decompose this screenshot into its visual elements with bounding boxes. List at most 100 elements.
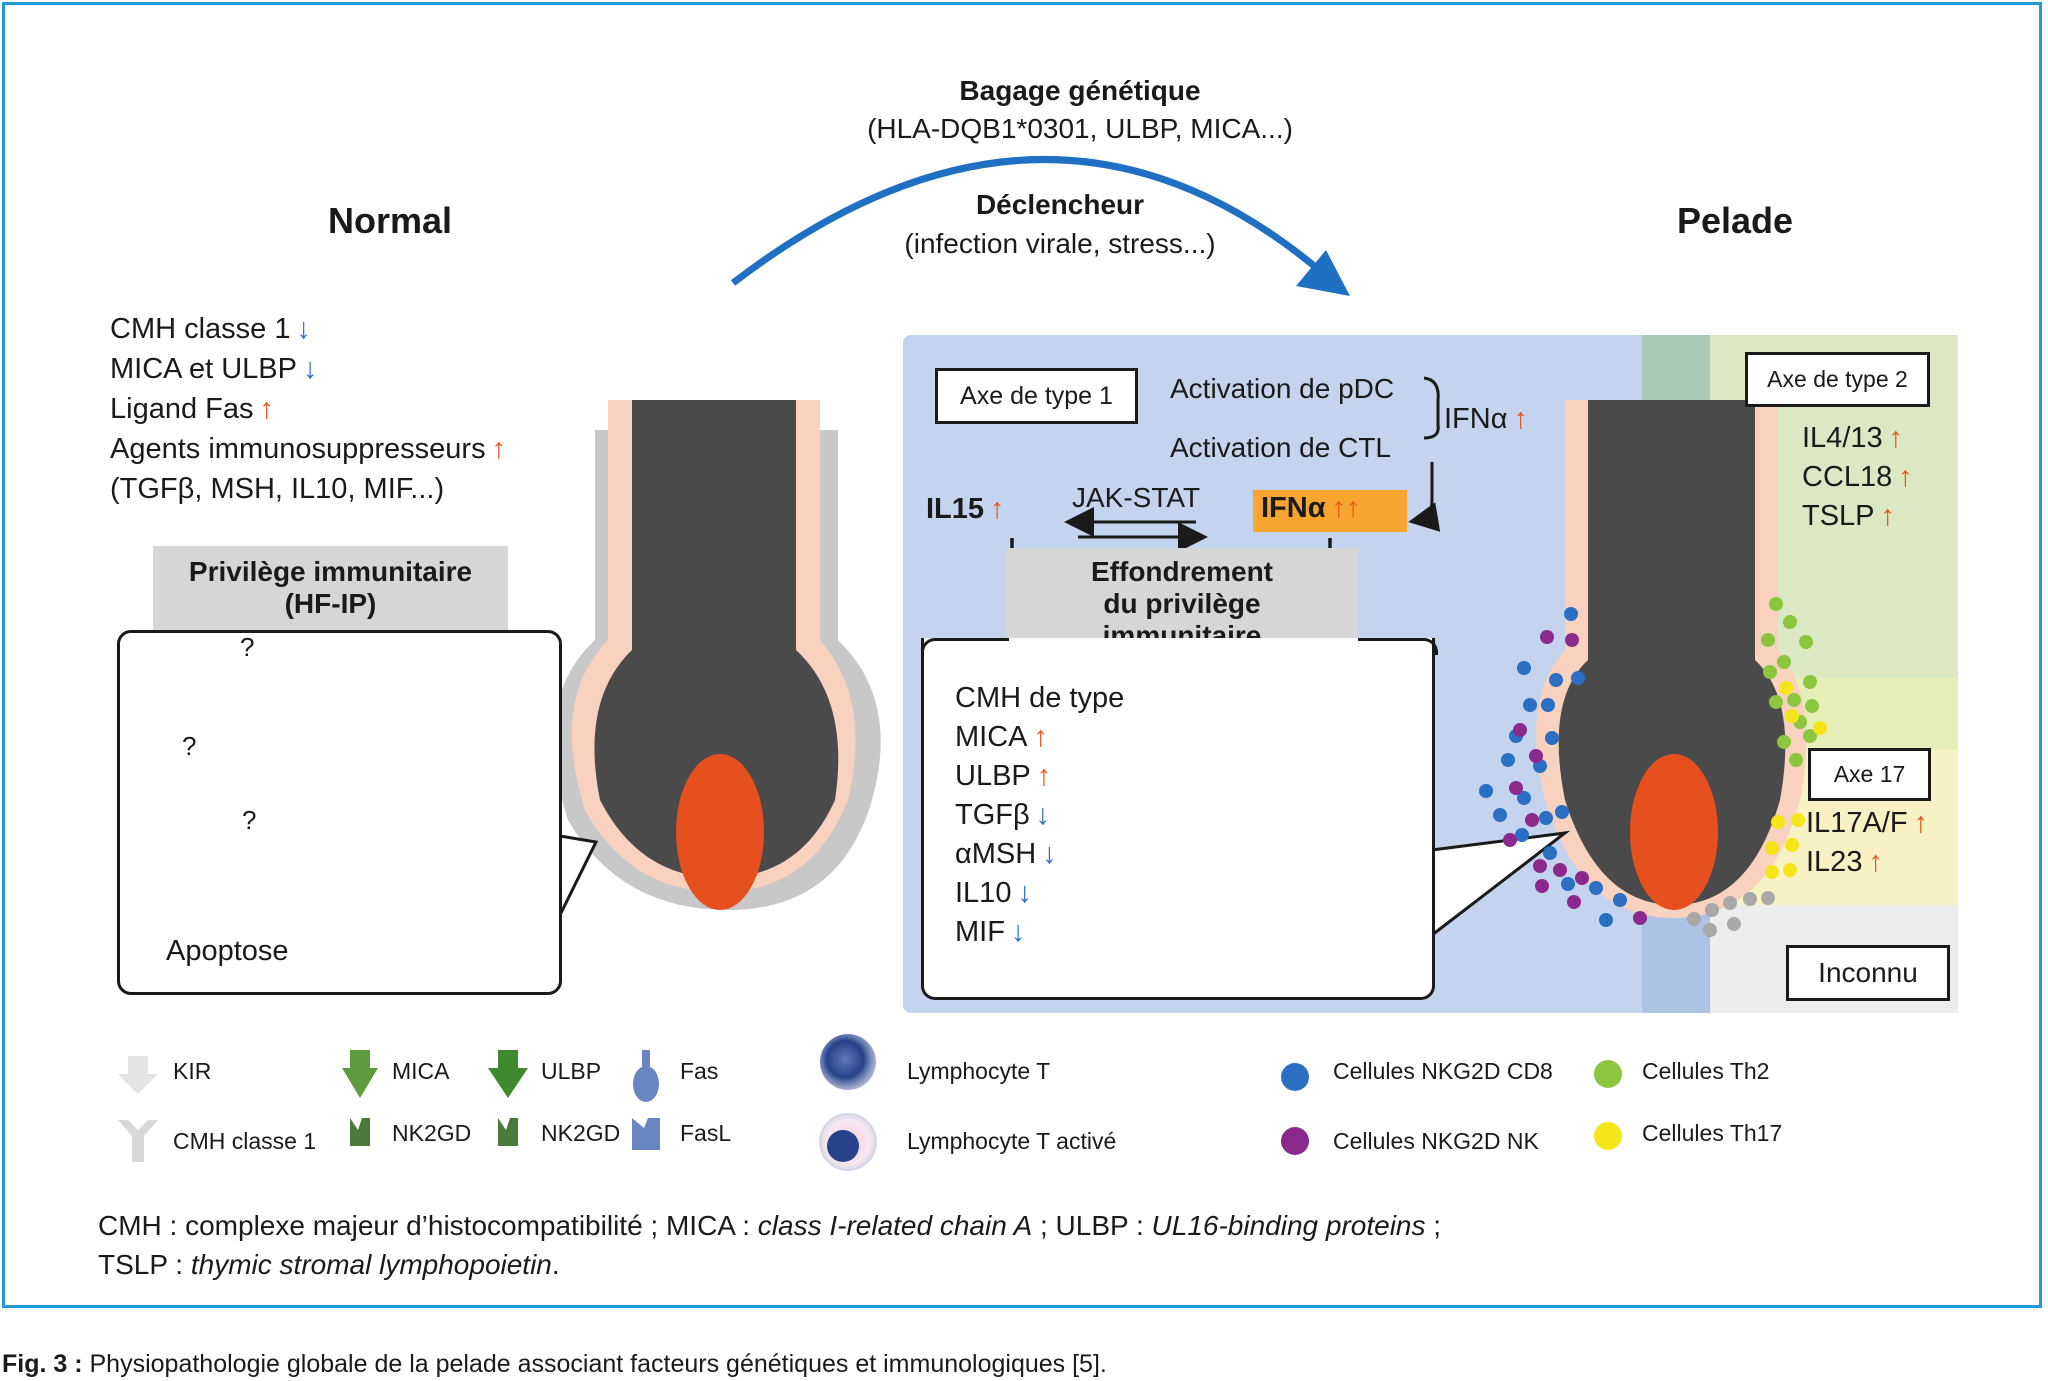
arrow-down-icon: ↓ xyxy=(296,313,312,345)
arrow-up-icon: ↑ xyxy=(1513,403,1528,435)
item-label: MICA xyxy=(955,721,1028,753)
arrow-up-icon: ↑ xyxy=(491,433,507,465)
footnote-italic: class I-related chain A xyxy=(757,1210,1033,1241)
figure-frame xyxy=(2,2,2042,1308)
axe2-item: CCL18↑ xyxy=(1802,461,1913,494)
panel-item-amsh: αMSH↓ xyxy=(955,838,1057,871)
pelade-panel xyxy=(921,638,1435,1000)
panel-item-mica: MICA↑ xyxy=(955,721,1048,754)
item-label: CCL18 xyxy=(1802,461,1893,493)
legend-lymphocyte-t: Lymphocyte T xyxy=(907,1058,1051,1084)
il15: IL15↑ xyxy=(926,493,1005,526)
pelade-callout-wedge xyxy=(1431,830,1571,937)
factor-label: CMH classe 1 xyxy=(110,313,291,345)
axe-type2-label: Axe de type 2 xyxy=(1745,352,1930,407)
legend-fasl: FasL xyxy=(680,1120,732,1146)
footnote-italic: UL16-binding proteins xyxy=(1151,1210,1426,1241)
footnote-italic: thymic stromal lymphopoietin xyxy=(190,1249,552,1280)
trigger-detail: (infection virale, stress...) xyxy=(904,228,1216,259)
privilege-line-1: Privilège immunitaire xyxy=(188,556,473,587)
pelade-hair-follicle xyxy=(1536,400,1807,918)
apoptose-label: Apoptose xyxy=(166,935,289,967)
legend-mica: MICA xyxy=(392,1058,450,1084)
genetic-detail: (HLA-DQB1*0301, ULBP, MICA...) xyxy=(867,113,1293,144)
normal-factor-1: CMH classe 1↓ xyxy=(110,313,311,346)
arrow-up-icon: ↑ xyxy=(1036,760,1052,792)
nk-cells xyxy=(1503,630,1647,925)
item-label: IL23 xyxy=(1806,846,1863,878)
pelade-title: Pelade xyxy=(1676,200,1794,241)
jakstat-label: JAK-STAT xyxy=(1072,482,1201,513)
axe17-label: Axe 17 xyxy=(1808,748,1931,801)
caption-text: Physiopathologie globale de la pelade as… xyxy=(82,1350,1107,1378)
item-label: TSLP xyxy=(1802,500,1875,532)
arrow-up-icon: ↑ xyxy=(1033,721,1049,753)
legend-nk2gd-1: NK2GD xyxy=(392,1120,472,1146)
arrow-down-icon: ↓ xyxy=(302,353,318,385)
privilege-label: Privilège immunitaire (HF-IP) xyxy=(153,546,508,630)
unknown-grey-cells xyxy=(1687,891,1775,937)
ifna-big-label: IFNα xyxy=(1261,492,1326,524)
arrow-up-icon: ↑ xyxy=(259,393,275,425)
arrow-up-icon: ↑ xyxy=(1880,500,1896,532)
normal-callout-wedge xyxy=(558,834,599,916)
panel-item-il10: IL10↓ xyxy=(955,877,1032,910)
normal-factor-2: MICA et ULBP↓ xyxy=(110,353,317,386)
item-label: TGFβ xyxy=(955,799,1030,831)
ifna-small: IFNα↑ xyxy=(1444,403,1528,436)
collapse-line-2: du privilège xyxy=(1103,588,1261,619)
legend-fas: Fas xyxy=(680,1058,719,1084)
legend-th17: Cellules Th17 xyxy=(1642,1120,1783,1146)
privilege-line-2: (HF-IP) xyxy=(284,588,377,619)
footnote-text: . xyxy=(551,1249,560,1280)
item-label: αMSH xyxy=(955,838,1037,870)
footnote-text: CMH : complexe majeur d’histocompatibili… xyxy=(98,1210,758,1241)
axe2-item: TSLP↑ xyxy=(1802,500,1895,533)
normal-panel xyxy=(117,630,562,995)
th2-cells xyxy=(1761,597,1819,767)
axe17-item: IL23↑ xyxy=(1806,846,1883,879)
legend-kir: KIR xyxy=(173,1058,212,1084)
normal-factor-3: Ligand Fas↑ xyxy=(110,393,274,426)
panel-item-tgfb: TGFβ↓ xyxy=(955,799,1050,832)
pdc-activation: Activation de pDC xyxy=(1170,373,1395,404)
item-label: IL10 xyxy=(955,877,1012,909)
normal-factors-detail: (TGFβ, MSH, IL10, MIF...) xyxy=(110,473,445,505)
normal-factor-4: Agents immunosuppresseurs↑ xyxy=(110,433,506,466)
arrow-up-icon: ↑ xyxy=(1868,846,1883,878)
normal-hair-follicle xyxy=(553,400,881,910)
collapse-line-1: Effondrement xyxy=(1091,556,1273,587)
legend-nk2gd-2: NK2GD xyxy=(541,1120,621,1146)
footnote-text: TSLP : xyxy=(98,1249,191,1280)
trigger-title: Déclencheur xyxy=(975,189,1145,220)
ctl-ifna-brace xyxy=(1408,462,1441,532)
ifna-highlight: IFNα↑↑ xyxy=(1253,490,1407,532)
footnote-text: ; ULBP : xyxy=(1032,1210,1152,1241)
question-mark: ? xyxy=(240,632,255,662)
arrow-up-icon: ↑ xyxy=(1913,807,1929,839)
arrow-down-icon: ↓ xyxy=(1017,877,1032,909)
axe17-item: IL17A/F↑ xyxy=(1806,807,1928,840)
factor-label: Agents immunosuppresseurs xyxy=(110,433,486,465)
question-mark: ? xyxy=(242,805,257,835)
panel-item-ulbp: ULBP↑ xyxy=(955,760,1051,793)
footnote-line-1: CMH : complexe majeur d’histocompatibili… xyxy=(98,1210,1441,1242)
axe-type1-label: Axe de type 1 xyxy=(935,368,1138,424)
footnote-text: ; xyxy=(1425,1210,1442,1241)
caption-label: Fig. 3 : xyxy=(2,1350,83,1378)
question-mark: ? xyxy=(182,731,197,761)
item-label: MIF xyxy=(955,916,1005,948)
trigger-arc-arrowhead xyxy=(1296,250,1350,296)
trigger-arc-arrow xyxy=(730,156,1328,286)
normal-title: Normal xyxy=(327,200,453,241)
th17-cells xyxy=(1765,681,1827,879)
legend-nk: Cellules NKG2D NK xyxy=(1333,1128,1539,1154)
figure-caption: Fig. 3 : Physiopathologie globale de la … xyxy=(2,1350,1107,1379)
footnote-line-2: TSLP : thymic stromal lymphopoietin. xyxy=(98,1249,560,1281)
item-label: ULBP xyxy=(955,760,1031,792)
follicle-column-top xyxy=(1642,335,1710,405)
arrow-down-icon: ↓ xyxy=(1010,916,1026,948)
legend-cmh1: CMH classe 1 xyxy=(173,1128,317,1154)
item-label: IL17A/F xyxy=(1806,807,1908,839)
factor-label: Ligand Fas xyxy=(110,393,254,425)
